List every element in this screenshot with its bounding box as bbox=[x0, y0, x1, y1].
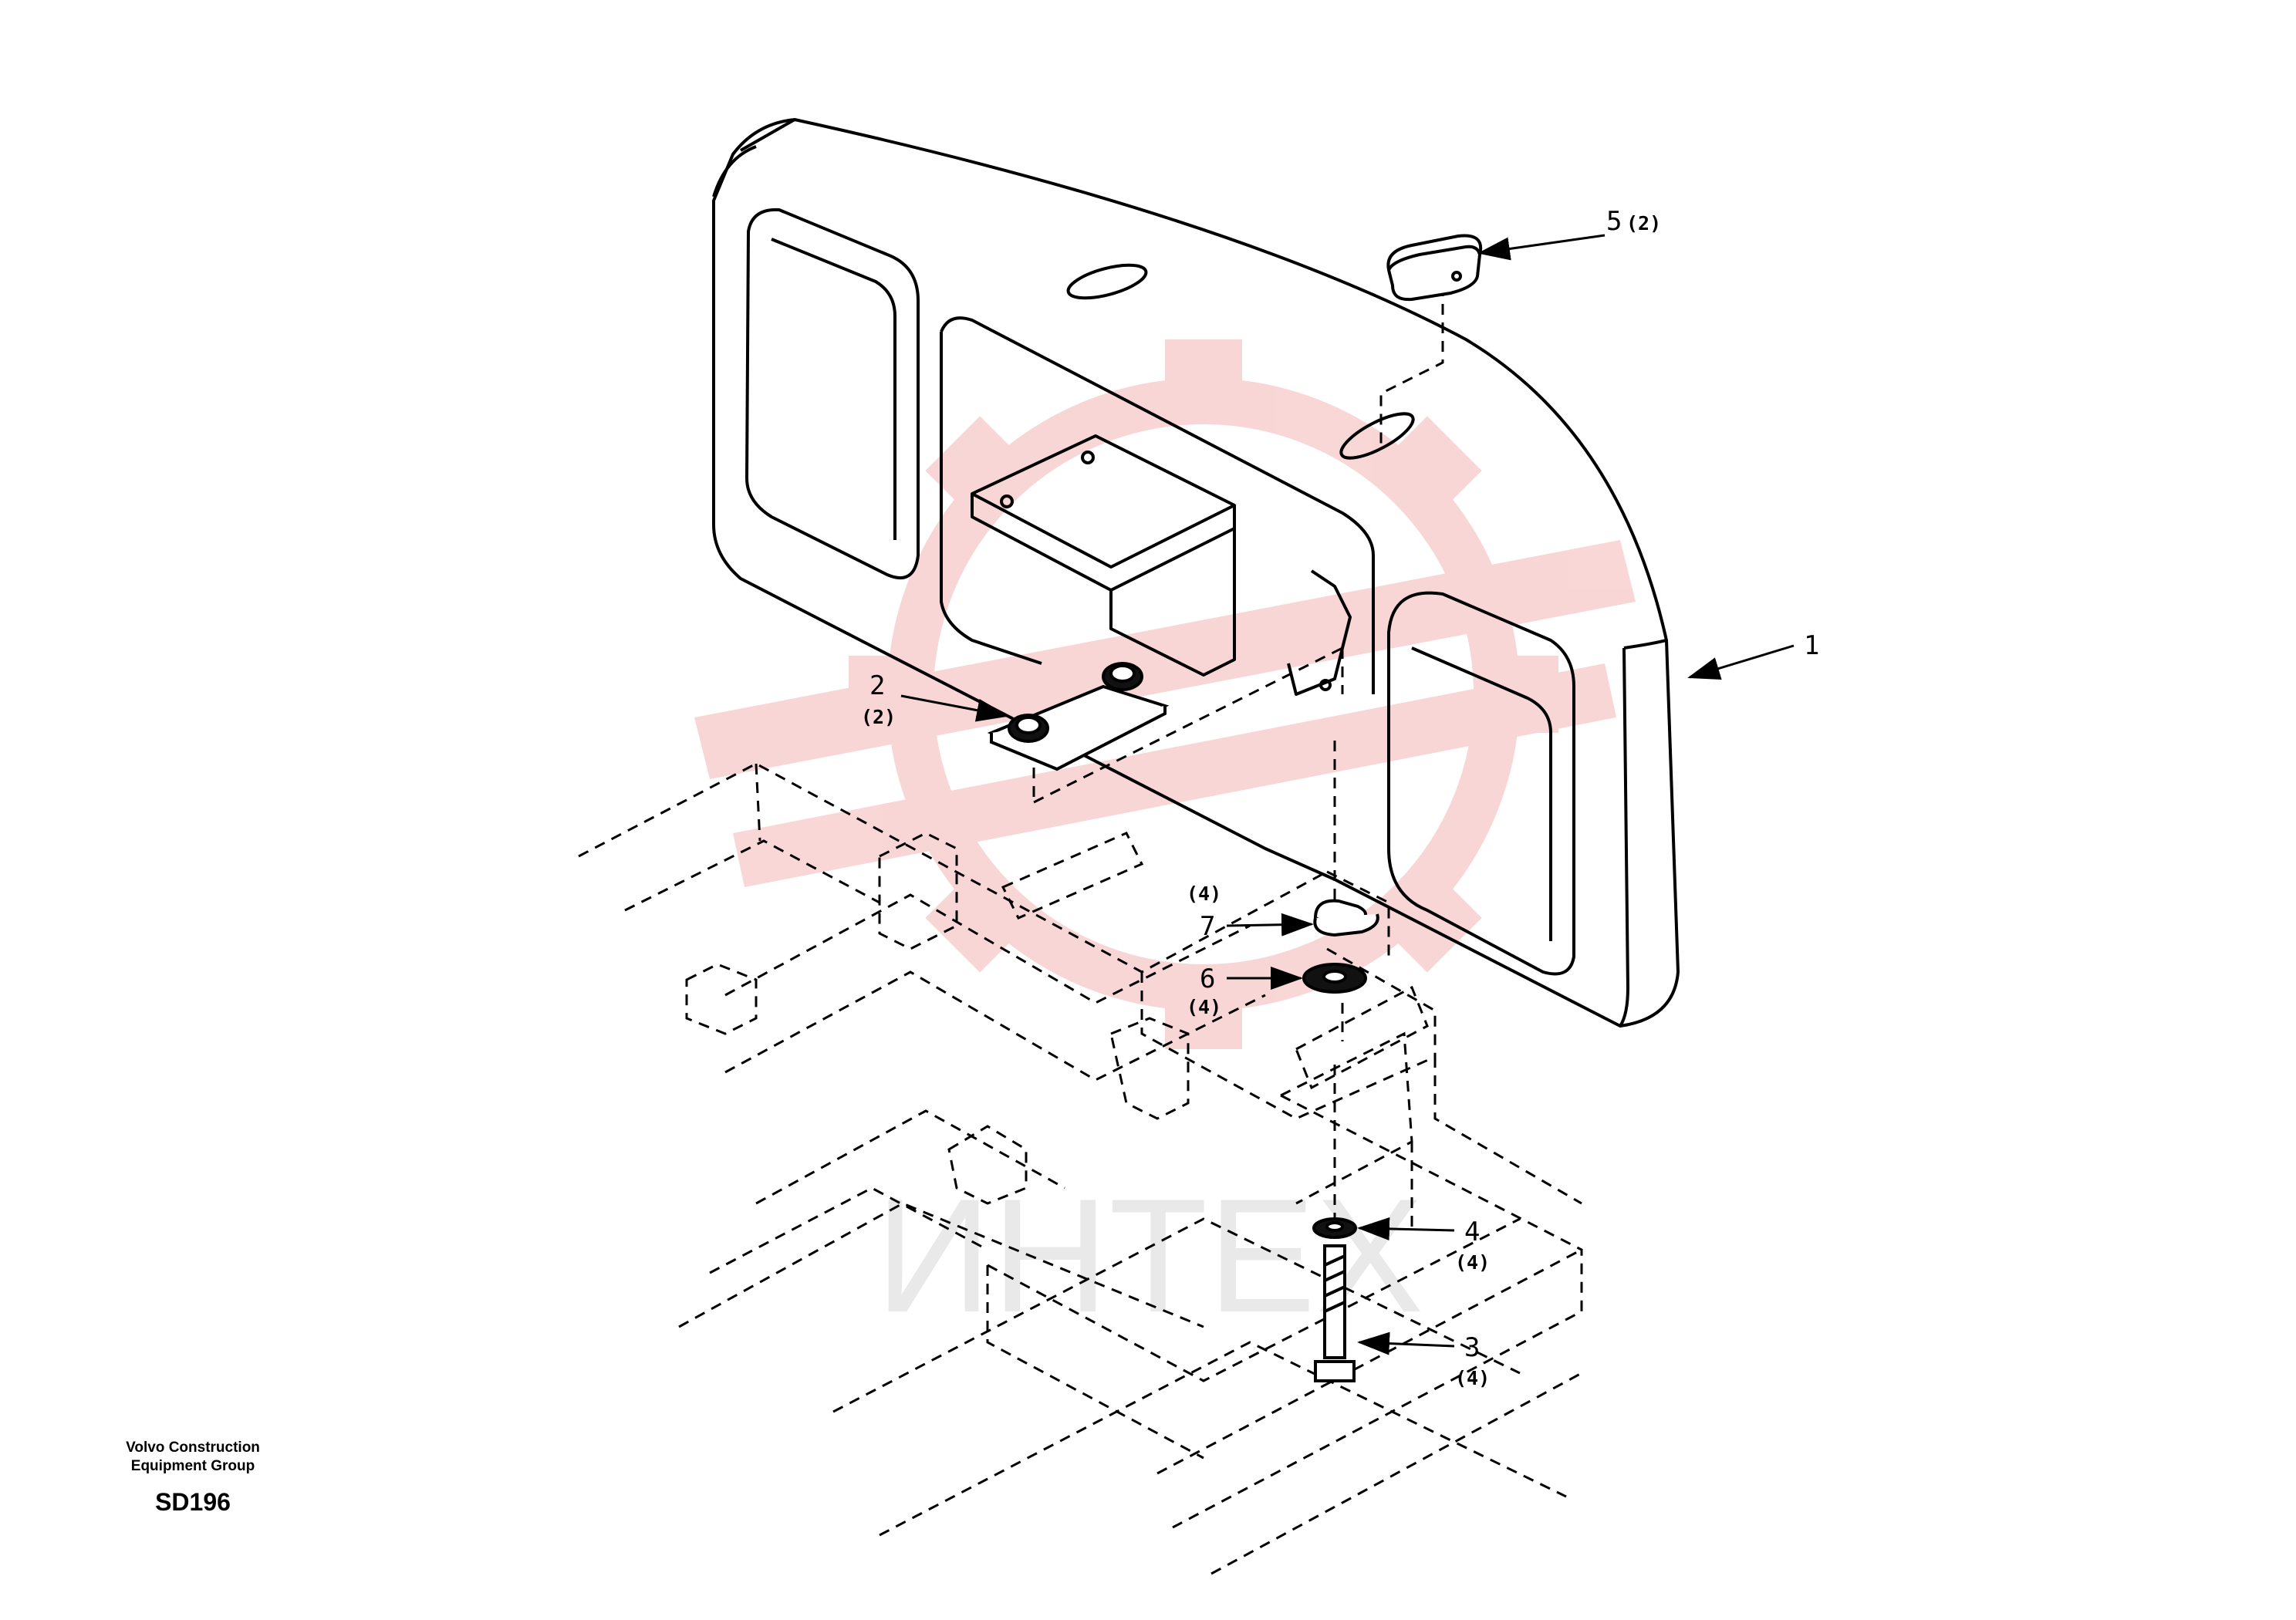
shim-part-7 bbox=[1313, 899, 1379, 937]
callout-leaders bbox=[900, 234, 1795, 1355]
upper-frame-dashed bbox=[578, 762, 1583, 1575]
callout-5-number: 5 bbox=[1606, 206, 1622, 237]
callout-3-number: 3 bbox=[1464, 1332, 1480, 1363]
washer-part-6 bbox=[1302, 963, 1367, 994]
washer-part-4 bbox=[1312, 1217, 1357, 1239]
callout-2-qty: (2) bbox=[861, 706, 896, 728]
callout-6-number: 6 bbox=[1200, 964, 1215, 994]
org-name-line-1: Volvo Construction bbox=[126, 1439, 260, 1456]
callout-7-qty: (4) bbox=[1187, 883, 1221, 905]
drawing-code: SD196 bbox=[155, 1488, 231, 1516]
counterweight-part-1 bbox=[712, 118, 1680, 1028]
callout-4-number: 4 bbox=[1464, 1217, 1480, 1247]
watermark-gear-logo bbox=[694, 339, 1636, 1049]
callout-4-qty: (4) bbox=[1455, 1251, 1490, 1274]
callout-5-qty: (2) bbox=[1626, 212, 1661, 235]
callout-2-number: 2 bbox=[869, 670, 885, 701]
bracket-part-2 bbox=[987, 662, 1170, 771]
callout-1-number: 1 bbox=[1804, 630, 1819, 661]
cap-part-5 bbox=[1386, 234, 1483, 302]
bolt-part-3 bbox=[1314, 1244, 1356, 1382]
callout-6-qty: (4) bbox=[1187, 996, 1221, 1018]
drawing-footer: Volvo Construction Equipment Group SD196 bbox=[77, 1439, 309, 1517]
org-name-line-2: Equipment Group bbox=[130, 1458, 255, 1474]
callout-3-qty: (4) bbox=[1455, 1367, 1490, 1389]
callout-7-number: 7 bbox=[1200, 911, 1215, 942]
